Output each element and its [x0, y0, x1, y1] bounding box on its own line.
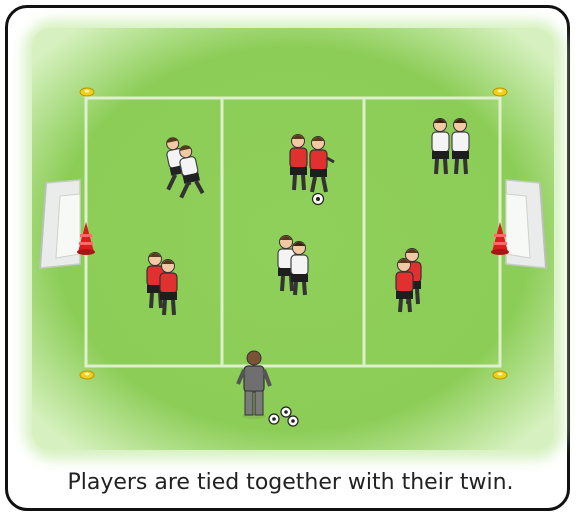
- corner-marker-bottom-right: [493, 371, 507, 379]
- corner-marker-bottom-left: [80, 371, 94, 379]
- ball-near-red-pair: [313, 194, 324, 205]
- corner-marker-top-left: [80, 88, 94, 96]
- grass-pitch: [32, 28, 554, 450]
- player-pair-white-3: [278, 236, 308, 296]
- goal-left: [40, 180, 80, 268]
- goal-right: [506, 180, 546, 268]
- caption-text: Players are tied together with their twi…: [0, 470, 581, 495]
- corner-marker-top-right: [493, 88, 507, 96]
